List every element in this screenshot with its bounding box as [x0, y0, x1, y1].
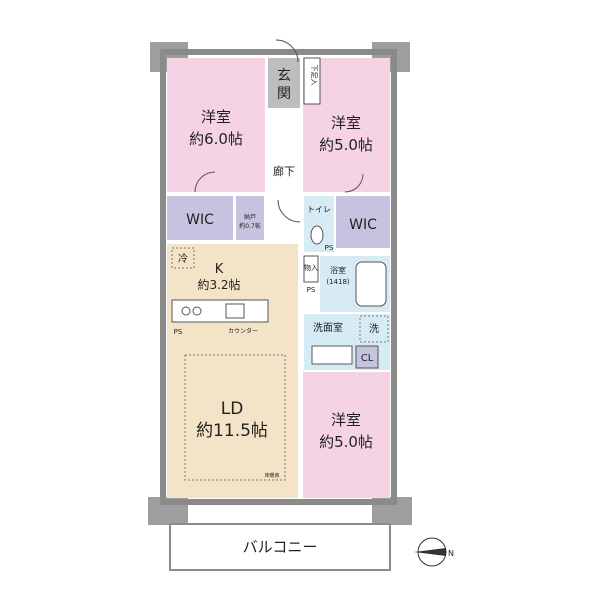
storage-bath-label: 物入 [304, 263, 318, 272]
door-ne-bedroom [344, 173, 364, 193]
door-nw-bedroom [194, 171, 216, 193]
wic-right-label: WIC [349, 217, 377, 233]
room-se-bedroom [303, 372, 390, 498]
shoe-box-label: 下足入 [310, 65, 318, 86]
sink [225, 303, 245, 319]
room-nw-bedroom [167, 58, 265, 192]
cl-label: CL [361, 353, 374, 364]
wic-right [336, 196, 390, 248]
closet-small-label: 納戸 [244, 213, 256, 221]
kitchen-label: K [215, 262, 224, 277]
ldk-size: 約11.5帖 [196, 421, 268, 441]
entrance [268, 58, 300, 108]
stove-burner [192, 306, 202, 316]
outer-wall [160, 49, 397, 505]
ps-toilet-label: PS [325, 244, 334, 252]
kitchen-size: 約3.2帖 [197, 277, 240, 292]
washer-label: 洗 [369, 323, 379, 335]
bath-label: 浴室 [330, 265, 346, 275]
wic-left [167, 196, 233, 240]
wic-left-label: WIC [186, 212, 214, 228]
counter-label: カウンター [228, 327, 258, 335]
bathtub [355, 261, 387, 307]
vanity [311, 345, 353, 365]
north-arrow-icon [414, 548, 446, 556]
ldk-label: LD [221, 399, 244, 419]
wash-room-label: 洗面室 [313, 321, 343, 334]
north-label: N [448, 549, 454, 558]
entrance-label-1: 玄 [277, 67, 291, 84]
ps-kitchen-label: PS [174, 328, 183, 336]
kitchen [167, 244, 298, 340]
kitchen-counter [171, 299, 269, 323]
se-bedroom-name: 洋室 [331, 411, 361, 429]
corridor [268, 110, 300, 250]
balcony-label: バルコニー [243, 538, 318, 556]
fridge-space [171, 247, 195, 269]
floor-heating-area [184, 354, 286, 481]
nw-bedroom-name: 洋室 [201, 108, 231, 126]
door-entrance [275, 39, 299, 63]
closet-small [236, 196, 264, 240]
toilet-label: トイレ [307, 205, 331, 214]
closet-cl [355, 345, 379, 369]
toilet-bowl [310, 225, 324, 245]
corridor-label: 廊下 [273, 164, 295, 178]
nw-bedroom-size: 約6.0帖 [189, 130, 243, 148]
closet-small-size: 約0.7帖 [239, 222, 261, 230]
shoe-box [303, 57, 321, 105]
ne-bedroom-size: 約5.0帖 [319, 136, 373, 154]
stove-burner [181, 306, 191, 316]
ldk [167, 340, 298, 498]
ps-bath-label: PS [307, 286, 316, 294]
se-bedroom-size: 約5.0帖 [319, 433, 373, 451]
storage-bath [303, 255, 319, 283]
balcony [169, 523, 391, 571]
door-corridor [277, 199, 301, 223]
entrance-label-2: 関 [277, 86, 291, 102]
floor-heating-label: 床暖房 [264, 472, 279, 479]
fridge-label: 冷 [178, 252, 188, 265]
bath-size: (1418) [326, 278, 350, 286]
washer-space [359, 315, 389, 343]
ne-bedroom-name: 洋室 [331, 114, 361, 132]
